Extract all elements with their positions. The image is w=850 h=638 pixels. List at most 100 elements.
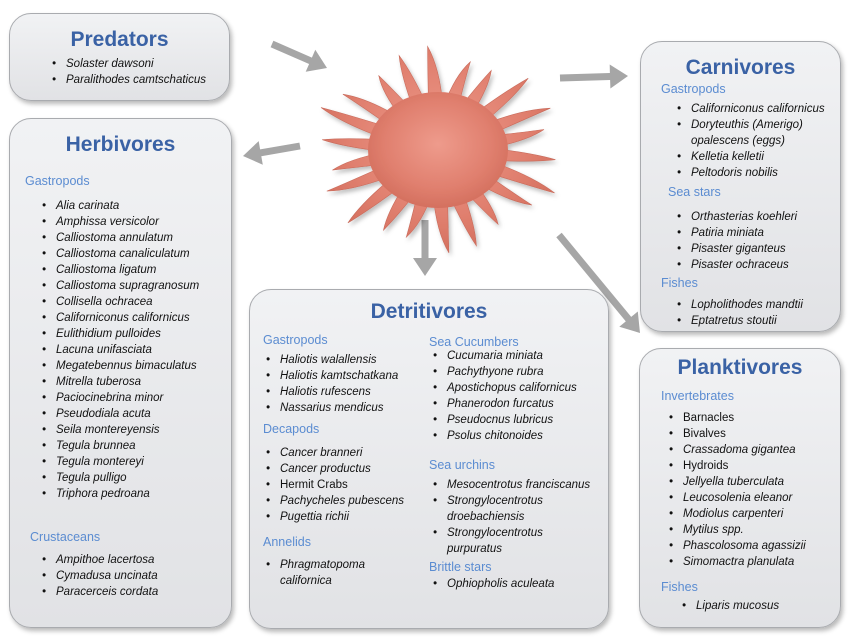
carnivores-fishes-label: Fishes	[661, 276, 698, 290]
species-item: Calliostoma annulatum	[41, 230, 199, 246]
detritivores-annelids-label: Annelids	[263, 535, 311, 549]
species-item: Peltodoris nobilis	[676, 165, 825, 181]
planktivores-invertebrates-list: BarnaclesBivalvesCrassadoma giganteaHydr…	[668, 410, 806, 570]
arrow-star-to-detritivores	[413, 220, 437, 276]
herbivores-title: Herbivores	[65, 133, 176, 156]
species-item: Psolus chitonoides	[432, 428, 577, 444]
predators-box: Predators Solaster dawsoniParalithodes c…	[9, 13, 230, 101]
herbivores-crustaceans-list: Ampithoe lacertosaCymadusa uncinataParac…	[41, 552, 158, 600]
detritivores-brittle-stars-label: Brittle stars	[429, 560, 492, 574]
carnivores-sea-stars-list: Orthasterias koehleriPatiria miniataPisa…	[676, 209, 797, 273]
species-item: Doryteuthis (Amerigo)opalescens (eggs)	[676, 117, 825, 149]
species-item: Paracerceis cordata	[41, 584, 158, 600]
species-item: Pachycheles pubescens	[265, 493, 404, 509]
species-item: Simomactra planulata	[668, 554, 806, 570]
species-item: Haliotis walallensis	[265, 352, 398, 368]
sea-star-disc	[368, 92, 508, 208]
species-item: Pseudodiala acuta	[41, 406, 199, 422]
species-item: Amphissa versicolor	[41, 214, 199, 230]
species-item: Calliostoma ligatum	[41, 262, 199, 278]
species-item: Phascolosoma agassizii	[668, 538, 806, 554]
predators-title: Predators	[70, 28, 169, 51]
species-item: Liparis mucosus	[681, 598, 779, 614]
species-item: Bivalves	[668, 426, 806, 442]
species-item: Ampithoe lacertosa	[41, 552, 158, 568]
species-item: Solaster dawsoni	[51, 56, 206, 72]
carnivores-box: Carnivores Gastropods Californiconus cal…	[640, 41, 841, 332]
species-item: Lacuna unifasciata	[41, 342, 199, 358]
carnivores-gastropods-label: Gastropods	[661, 82, 726, 96]
species-item: Californiconus californicus	[41, 310, 199, 326]
planktivores-fishes-label: Fishes	[661, 580, 698, 594]
arrow-star-to-planktivores	[556, 232, 640, 333]
species-item: Tegula brunnea	[41, 438, 199, 454]
species-item: Haliotis rufescens	[265, 384, 398, 400]
planktivores-title: Planktivores	[677, 356, 803, 379]
species-item: Pisaster ochraceus	[676, 257, 797, 273]
detritivores-box: Detritivores Gastropods Haliotis walalle…	[249, 289, 609, 629]
species-item: Leucosolenia eleanor	[668, 490, 806, 506]
detritivores-gastropods-label: Gastropods	[263, 333, 328, 347]
species-item: Tegula pulligo	[41, 470, 199, 486]
detritivores-sea-urchins-list: Mesocentrotus franciscanusStrongylocentr…	[432, 477, 590, 557]
carnivores-gastropods-list: Californiconus californicusDoryteuthis (…	[676, 101, 825, 181]
species-item: Mytilus spp.	[668, 522, 806, 538]
detritivores-sea-cucumbers-label: Sea Cucumbers	[429, 335, 519, 349]
detritivores-gastropods-list: Haliotis walallensisHaliotis kamtschatka…	[265, 352, 398, 416]
species-item: Ophiopholis aculeata	[432, 576, 554, 592]
planktivores-invertebrates-label: Invertebrates	[661, 389, 734, 403]
species-item: Crassadoma gigantea	[668, 442, 806, 458]
species-item: Lopholithodes mandtii	[676, 297, 803, 313]
carnivores-fishes-list: Lopholithodes mandtiiEptatretus stoutii	[676, 297, 803, 329]
planktivores-box: Planktivores Invertebrates BarnaclesBiva…	[639, 348, 841, 628]
species-item: Pseudocnus lubricus	[432, 412, 577, 428]
sea-star-arms	[320, 45, 556, 254]
species-item: Tegula montereyi	[41, 454, 199, 470]
arrow-star-to-carnivores	[559, 64, 628, 89]
species-item: Eulithidium pulloides	[41, 326, 199, 342]
herbivores-gastropods-list: Alia carinataAmphissa versicolorCalliost…	[41, 198, 199, 502]
species-item: Cancer productus	[265, 461, 404, 477]
species-item: Orthasterias koehleri	[676, 209, 797, 225]
species-item: Pachythyone rubra	[432, 364, 577, 380]
species-item: Californiconus californicus	[676, 101, 825, 117]
detritivores-sea-cucumbers-list: Cucumaria miniataPachythyone rubraAposti…	[432, 348, 577, 444]
species-item: Patiria miniata	[676, 225, 797, 241]
species-item: Haliotis kamtschatkana	[265, 368, 398, 384]
species-item: Phanerodon furcatus	[432, 396, 577, 412]
species-item: Cancer branneri	[265, 445, 404, 461]
detritivores-decapods-list: Cancer branneriCancer productusHermit Cr…	[265, 445, 404, 525]
species-item: Mesocentrotus franciscanus	[432, 477, 590, 493]
species-item: Cymadusa uncinata	[41, 568, 158, 584]
herbivores-crustaceans-label: Crustaceans	[30, 530, 101, 544]
species-item: Hermit Crabs	[265, 477, 404, 493]
species-item: Pisaster giganteus	[676, 241, 797, 257]
species-item: Pugettia richii	[265, 509, 404, 525]
species-item: Barnacles	[668, 410, 806, 426]
arrow-star-to-herbivores	[243, 141, 301, 165]
detritivores-title: Detritivores	[370, 300, 488, 323]
species-item: Alia carinata	[41, 198, 199, 214]
detritivores-sea-urchins-label: Sea urchins	[429, 458, 496, 472]
species-item: Jellyella tuberculata	[668, 474, 806, 490]
sunflower-sea-star-icon	[320, 45, 556, 254]
herbivores-gastropods-label: Gastropods	[25, 174, 90, 188]
species-item: Calliostoma supragranosum	[41, 278, 199, 294]
predators-list: Solaster dawsoniParalithodes camtschatic…	[51, 56, 206, 88]
carnivores-sea-stars-label: Sea stars	[668, 185, 721, 199]
planktivores-fishes-list: Liparis mucosus	[681, 598, 779, 614]
herbivores-box: Herbivores Gastropods Alia carinataAmphi…	[9, 118, 232, 628]
carnivores-title: Carnivores	[685, 56, 796, 79]
species-item: Hydroids	[668, 458, 806, 474]
species-item: Seila montereyensis	[41, 422, 199, 438]
detritivores-decapods-label: Decapods	[263, 422, 320, 436]
species-item: Megatebennus bimaculatus	[41, 358, 199, 374]
detritivores-brittle-stars-list: Ophiopholis aculeata	[432, 576, 554, 592]
species-item: Eptatretus stoutii	[676, 313, 803, 329]
species-item: Cucumaria miniata	[432, 348, 577, 364]
species-item: Calliostoma canaliculatum	[41, 246, 199, 262]
